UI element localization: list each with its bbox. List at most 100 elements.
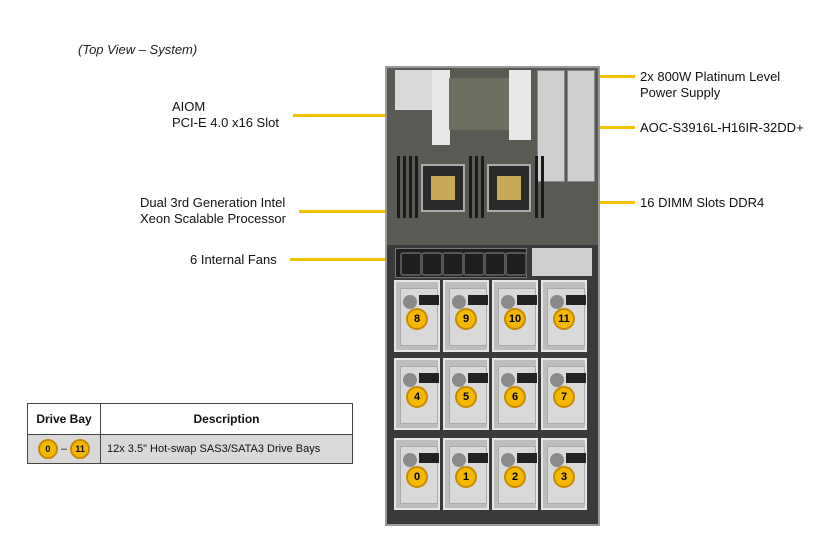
drive-logo xyxy=(517,373,537,383)
aoc-label: AOC-S3916L-H16IR-32DD+ xyxy=(640,120,804,135)
drive-logo xyxy=(419,453,439,463)
tray-latch xyxy=(403,295,417,309)
psu-label: 2x 800W Platinum Level Power Supply xyxy=(640,69,780,101)
drive-bay[interactable]: 10 xyxy=(492,280,538,352)
cpu-callout-line xyxy=(299,210,435,213)
dimm-label: 16 DIMM Slots DDR4 xyxy=(640,195,765,210)
drive-bay[interactable]: 6 xyxy=(492,358,538,430)
tray-latch xyxy=(452,453,466,467)
aiom-label: AIOM PCI-E 4.0 x16 Slot xyxy=(172,99,279,131)
view-caption: (Top View – System) xyxy=(78,42,198,57)
tray-latch xyxy=(452,295,466,309)
drive-bay-table: Drive Bay Description 0 – 11 12x 3.5" Ho… xyxy=(27,403,353,464)
fan xyxy=(400,252,422,276)
fan xyxy=(421,252,443,276)
tray-latch xyxy=(501,453,515,467)
riser-card-right xyxy=(509,70,531,140)
drive-bay-start-badge: 0 xyxy=(37,439,58,459)
power-supply-2 xyxy=(567,70,595,182)
drive-logo xyxy=(566,373,586,383)
riser-card-left xyxy=(432,70,450,145)
drive-number-badge: 4 xyxy=(406,386,428,408)
dimm-slot xyxy=(469,156,472,218)
drive-number-badge: 7 xyxy=(553,386,575,408)
fan xyxy=(484,252,506,276)
psu-label-line2: Power Supply xyxy=(640,85,721,100)
drive-logo xyxy=(566,295,586,305)
cpu-label-line1: Dual 3rd Generation Intel xyxy=(140,195,286,210)
drive-number-badge: 2 xyxy=(504,466,526,488)
cpu-label: Dual 3rd Generation Intel Xeon Scalable … xyxy=(140,195,286,227)
drive-logo xyxy=(517,453,537,463)
dimm-slot xyxy=(415,156,418,218)
cpu-label-line2: Xeon Scalable Processor xyxy=(140,211,286,226)
drive-number-badge: 1 xyxy=(455,466,477,488)
drive-logo xyxy=(468,295,488,305)
cpu-1 xyxy=(421,164,465,212)
table-header-row: Drive Bay Description xyxy=(27,403,353,435)
tray-latch xyxy=(550,373,564,387)
drive-logo xyxy=(566,453,586,463)
drive-logo xyxy=(468,373,488,383)
drive-number-badge: 5 xyxy=(455,386,477,408)
drive-bay[interactable]: 9 xyxy=(443,280,489,352)
drive-bay-end-badge: 11 xyxy=(70,439,91,459)
drive-bay[interactable]: 7 xyxy=(541,358,587,430)
fan xyxy=(442,252,464,276)
drive-number-badge: 10 xyxy=(504,308,526,330)
tray-latch xyxy=(501,295,515,309)
drive-number-badge: 6 xyxy=(504,386,526,408)
drive-number-badge: 3 xyxy=(553,466,575,488)
header-description: Description xyxy=(100,403,353,435)
tray-latch xyxy=(403,373,417,387)
drive-bay-range: 0 – 11 xyxy=(27,434,101,464)
server-top-view: 8 9 10 11 4 5 6 7 0 1 2 3 xyxy=(385,66,600,526)
tray-latch xyxy=(550,295,564,309)
drive-bay[interactable]: 3 xyxy=(541,438,587,510)
tray-latch xyxy=(403,453,417,467)
drive-logo xyxy=(419,373,439,383)
drive-number-badge: 8 xyxy=(406,308,428,330)
fan xyxy=(463,252,485,276)
psu-callout-line xyxy=(585,75,635,78)
dimm-slot xyxy=(397,156,400,218)
drive-bay[interactable]: 5 xyxy=(443,358,489,430)
dimm-slot xyxy=(541,156,544,218)
drive-bay[interactable]: 1 xyxy=(443,438,489,510)
tray-latch xyxy=(501,373,515,387)
drive-bay[interactable]: 2 xyxy=(492,438,538,510)
dimm-slot xyxy=(481,156,484,218)
drive-bay[interactable]: 11 xyxy=(541,280,587,352)
dimm-slot xyxy=(409,156,412,218)
air-shroud xyxy=(532,248,592,276)
motherboard-section xyxy=(387,68,598,245)
drive-number-badge: 9 xyxy=(455,308,477,330)
aoc-card xyxy=(449,78,509,130)
fans-label: 6 Internal Fans xyxy=(190,252,277,267)
cpu-2 xyxy=(487,164,531,212)
range-dash: – xyxy=(60,442,68,455)
drive-bay[interactable]: 8 xyxy=(394,280,440,352)
drive-number-badge: 11 xyxy=(553,308,575,330)
fan xyxy=(505,252,527,276)
dimm-slot xyxy=(475,156,478,218)
drive-number-badge: 0 xyxy=(406,466,428,488)
drive-logo xyxy=(517,295,537,305)
header-drive-bay: Drive Bay xyxy=(27,403,101,435)
aiom-label-line1: AIOM xyxy=(172,99,206,114)
fans-callout-line xyxy=(290,258,395,261)
table-row: 0 – 11 12x 3.5" Hot-swap SAS3/SATA3 Driv… xyxy=(27,434,353,464)
psu-label-line1: 2x 800W Platinum Level xyxy=(640,69,781,84)
drive-bay-description: 12x 3.5" Hot-swap SAS3/SATA3 Drive Bays xyxy=(100,434,353,464)
drive-bay[interactable]: 4 xyxy=(394,358,440,430)
drive-bay[interactable]: 0 xyxy=(394,438,440,510)
drive-logo xyxy=(468,453,488,463)
drive-logo xyxy=(419,295,439,305)
dimm-slot xyxy=(535,156,538,218)
aiom-callout-line xyxy=(293,114,403,117)
tray-latch xyxy=(550,453,564,467)
aiom-label-line2: PCI-E 4.0 x16 Slot xyxy=(172,115,279,130)
internal-fans xyxy=(395,248,527,278)
dimm-slot xyxy=(403,156,406,218)
tray-latch xyxy=(452,373,466,387)
